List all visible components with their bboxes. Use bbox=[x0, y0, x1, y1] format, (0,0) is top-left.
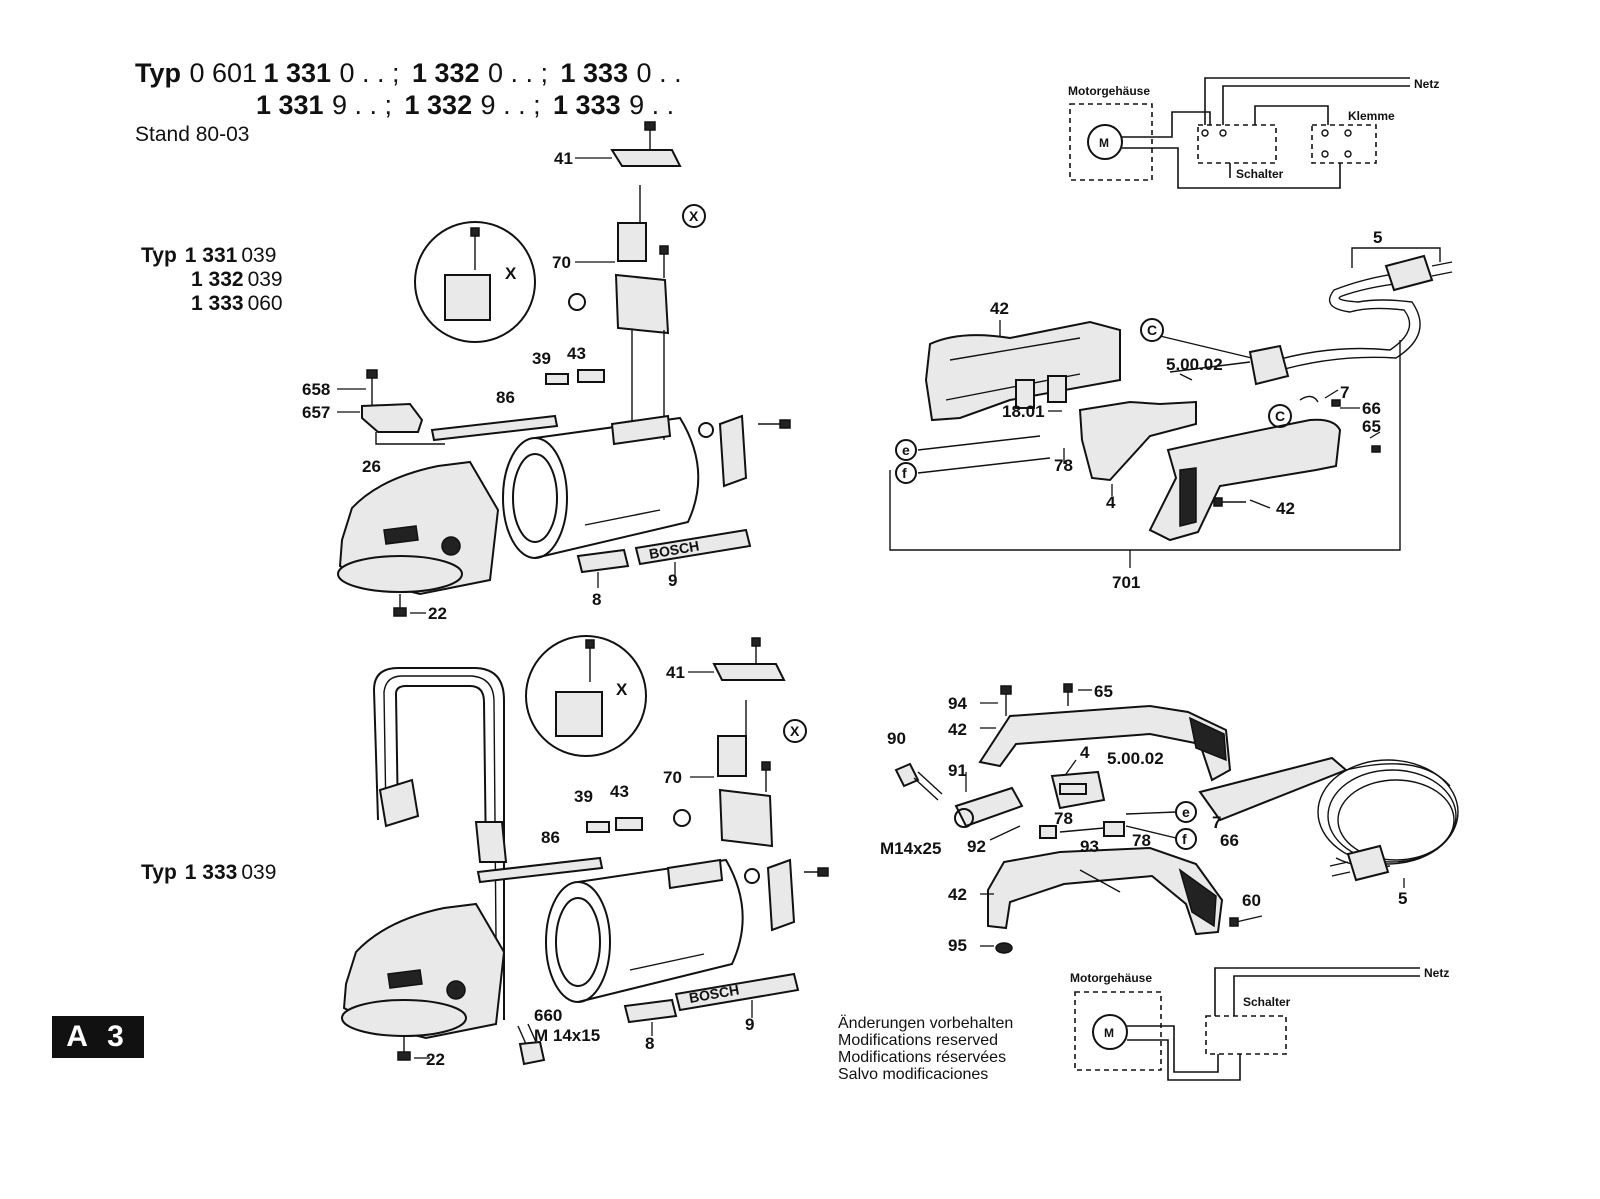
svg-text:86: 86 bbox=[541, 828, 560, 847]
svg-text:657: 657 bbox=[302, 403, 330, 422]
svg-text:8: 8 bbox=[592, 590, 601, 609]
svg-text:f: f bbox=[902, 465, 907, 481]
svg-text:Salvo modificaciones: Salvo modificaciones bbox=[838, 1066, 988, 1083]
svg-text:41: 41 bbox=[554, 149, 573, 168]
svg-text:e: e bbox=[1182, 804, 1190, 820]
svg-text:Motorgehäuse: Motorgehäuse bbox=[1070, 971, 1152, 985]
svg-text:Modifications reserved: Modifications reserved bbox=[838, 1032, 998, 1049]
svg-text:42: 42 bbox=[948, 720, 967, 739]
svg-text:66: 66 bbox=[1220, 831, 1239, 850]
svg-text:60: 60 bbox=[1242, 891, 1261, 910]
exploded-view-bottom-left bbox=[341, 635, 829, 1066]
wiring-schematic-bottom: Motorgehäuse M Schalter Netz bbox=[1070, 966, 1449, 1081]
svg-text:C: C bbox=[1275, 408, 1285, 424]
labels-top-right: 5 42 C 5.00.02 18.01 7 66 65 C e f 78 4 … bbox=[902, 228, 1382, 592]
svg-text:86: 86 bbox=[496, 388, 515, 407]
labels-top-left: 41 X X 70 39 43 658 657 86 26 22 8 9 BOS… bbox=[302, 149, 700, 623]
svg-text:Schalter: Schalter bbox=[1243, 995, 1291, 1009]
svg-text:Klemme: Klemme bbox=[1348, 109, 1395, 123]
svg-text:5: 5 bbox=[1398, 889, 1407, 908]
svg-text:65: 65 bbox=[1094, 682, 1113, 701]
svg-text:78: 78 bbox=[1132, 831, 1151, 850]
svg-text:41: 41 bbox=[666, 663, 685, 682]
svg-text:18.01: 18.01 bbox=[1002, 402, 1045, 421]
svg-text:90: 90 bbox=[887, 729, 906, 748]
svg-text:5.00.02: 5.00.02 bbox=[1107, 749, 1164, 768]
svg-text:701: 701 bbox=[1112, 573, 1140, 592]
svg-text:5: 5 bbox=[1373, 228, 1382, 247]
svg-text:42: 42 bbox=[1276, 499, 1295, 518]
svg-text:C: C bbox=[1147, 322, 1157, 338]
svg-text:9: 9 bbox=[668, 571, 677, 590]
svg-text:5.00.02: 5.00.02 bbox=[1166, 355, 1223, 374]
svg-text:X: X bbox=[505, 264, 517, 283]
exploded-view-bottom-right bbox=[894, 683, 1459, 954]
svg-text:9: 9 bbox=[745, 1015, 754, 1034]
svg-text:M: M bbox=[1104, 1026, 1114, 1040]
svg-text:658: 658 bbox=[302, 380, 330, 399]
svg-text:43: 43 bbox=[567, 344, 586, 363]
svg-text:78: 78 bbox=[1054, 456, 1073, 475]
svg-text:M: M bbox=[1099, 136, 1109, 150]
svg-text:Modifications réservées: Modifications réservées bbox=[838, 1049, 1006, 1066]
svg-text:8: 8 bbox=[645, 1034, 654, 1053]
svg-text:43: 43 bbox=[610, 782, 629, 801]
stand-date: Stand 80-03 bbox=[135, 123, 249, 146]
svg-text:70: 70 bbox=[663, 768, 682, 787]
svg-text:42: 42 bbox=[990, 299, 1009, 318]
svg-text:94: 94 bbox=[948, 694, 967, 713]
svg-text:65: 65 bbox=[1362, 417, 1381, 436]
svg-text:660: 660 bbox=[534, 1006, 562, 1025]
svg-text:92: 92 bbox=[967, 837, 986, 856]
svg-text:93: 93 bbox=[1080, 837, 1099, 856]
modifications-notice: Änderungen vorbehalten Modifications res… bbox=[838, 1014, 1013, 1083]
svg-text:Motorgehäuse: Motorgehäuse bbox=[1068, 84, 1150, 98]
page-badge: A 3 bbox=[52, 1016, 144, 1058]
svg-text:7: 7 bbox=[1212, 813, 1221, 832]
svg-text:X: X bbox=[790, 723, 800, 739]
header-line-1: Typ 0 601 1 331 0 . . ; 1 332 0 . . ; 1 … bbox=[135, 58, 682, 88]
svg-text:Netz: Netz bbox=[1424, 966, 1449, 980]
svg-text:X: X bbox=[616, 680, 628, 699]
svg-text:91: 91 bbox=[948, 761, 967, 780]
svg-text:Netz: Netz bbox=[1414, 77, 1439, 91]
svg-text:39: 39 bbox=[532, 349, 551, 368]
svg-text:M 14x15: M 14x15 bbox=[534, 1026, 600, 1045]
svg-text:26: 26 bbox=[362, 457, 381, 476]
svg-text:X: X bbox=[689, 208, 699, 224]
svg-text:22: 22 bbox=[426, 1050, 445, 1069]
exploded-view-handle-701 bbox=[889, 247, 1453, 568]
svg-text:7: 7 bbox=[1340, 383, 1349, 402]
svg-text:95: 95 bbox=[948, 936, 967, 955]
labels-bottom-right: 94 65 90 42 4 5.00.02 91 78 e 7 f 66 M14… bbox=[880, 682, 1407, 955]
svg-text:42: 42 bbox=[948, 885, 967, 904]
svg-text:22: 22 bbox=[428, 604, 447, 623]
svg-text:70: 70 bbox=[552, 253, 571, 272]
svg-text:39: 39 bbox=[574, 787, 593, 806]
svg-text:M14x25: M14x25 bbox=[880, 839, 941, 858]
svg-text:4: 4 bbox=[1080, 743, 1090, 762]
exploded-view-top-left bbox=[337, 121, 791, 617]
svg-text:e: e bbox=[902, 442, 910, 458]
wiring-schematic-top: Motorgehäuse M Schalter Klemme Netz bbox=[1068, 77, 1439, 189]
header-line-2: 1 331 9 . . ; 1 332 9 . . ; 1 333 9 . . bbox=[256, 90, 674, 120]
svg-text:Schalter: Schalter bbox=[1236, 167, 1284, 181]
svg-text:4: 4 bbox=[1106, 493, 1116, 512]
svg-text:f: f bbox=[1182, 831, 1187, 847]
svg-text:78: 78 bbox=[1054, 809, 1073, 828]
svg-text:Änderungen vorbehalten: Änderungen vorbehalten bbox=[838, 1014, 1013, 1032]
svg-text:66: 66 bbox=[1362, 399, 1381, 418]
